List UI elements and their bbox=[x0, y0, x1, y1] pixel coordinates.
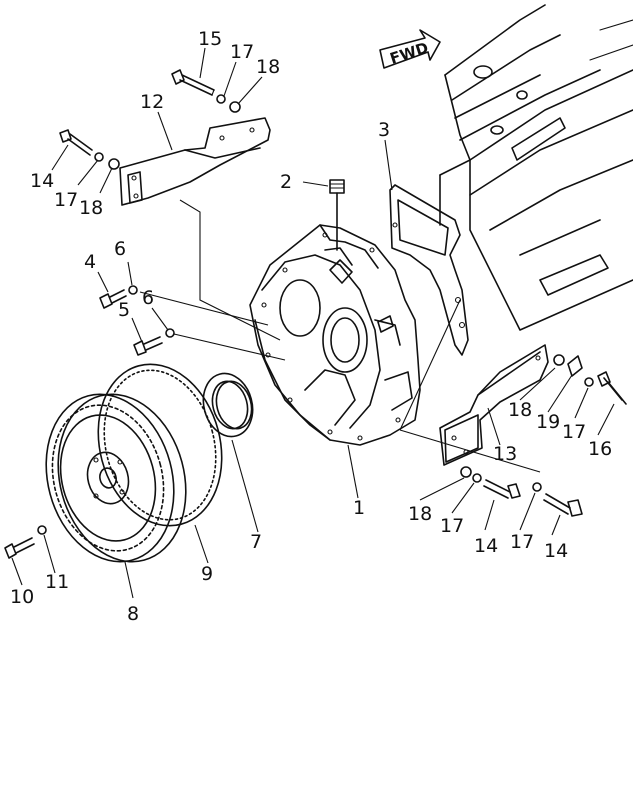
callout-18-lower: 18 bbox=[408, 503, 432, 525]
callout-17-top: 17 bbox=[230, 41, 254, 63]
leader-lines bbox=[11, 47, 615, 599]
callout-14-left: 14 bbox=[30, 170, 54, 192]
callout-1: 1 bbox=[353, 497, 365, 519]
washer-part-17-far bbox=[532, 482, 542, 492]
callout-12: 12 bbox=[140, 91, 164, 113]
bracket-part-12 bbox=[119, 117, 271, 206]
washer-part-17-left bbox=[94, 152, 104, 162]
flywheel-housing-part-1 bbox=[249, 224, 421, 446]
callout-18-left: 18 bbox=[79, 197, 103, 219]
bolt-part-14-right bbox=[543, 493, 583, 517]
callout-6-upper: 6 bbox=[114, 238, 126, 260]
callout-17-lower: 17 bbox=[440, 515, 464, 537]
plug-part-2 bbox=[329, 179, 345, 251]
callout-18-right: 18 bbox=[508, 399, 532, 421]
bolt-part-16 bbox=[597, 371, 627, 405]
callout-17-far: 17 bbox=[510, 531, 534, 553]
callout-18-top: 18 bbox=[256, 56, 280, 78]
clip-part-19 bbox=[567, 355, 583, 377]
flywheel-part-8 bbox=[45, 393, 187, 563]
callout-19: 19 bbox=[536, 411, 560, 433]
washer-part-17-lower bbox=[472, 473, 482, 483]
nut-part-18-lower bbox=[460, 466, 472, 478]
callout-9: 9 bbox=[201, 563, 213, 585]
callout-16: 16 bbox=[588, 438, 612, 460]
engine-block bbox=[439, 4, 633, 331]
washer-part-6-upper bbox=[128, 285, 138, 295]
washer-part-6-lower bbox=[165, 328, 175, 338]
oil-seal-part-7 bbox=[202, 372, 254, 438]
callout-13: 13 bbox=[493, 443, 517, 465]
nut-part-18-right bbox=[553, 354, 565, 366]
fwd-label: FWD bbox=[388, 39, 431, 68]
nut-part-18-left bbox=[108, 158, 120, 170]
callout-2: 2 bbox=[280, 171, 292, 193]
gasket-part-3 bbox=[389, 184, 469, 356]
callout-7: 7 bbox=[250, 531, 262, 553]
callout-3: 3 bbox=[378, 119, 390, 141]
bracket-part-13 bbox=[439, 344, 549, 466]
callout-labels: 15 17 18 12 14 17 18 2 3 4 6 6 5 1 7 9 8… bbox=[10, 28, 612, 625]
callout-17-right: 17 bbox=[562, 421, 586, 443]
callout-4: 4 bbox=[84, 251, 96, 273]
callout-11: 11 bbox=[45, 571, 69, 593]
callout-10: 10 bbox=[10, 586, 34, 608]
bolt-part-10 bbox=[4, 537, 35, 559]
ring-gear-part-9 bbox=[97, 363, 223, 527]
callout-14-middle: 14 bbox=[474, 535, 498, 557]
callout-17-left: 17 bbox=[54, 189, 78, 211]
bolt-part-14-middle bbox=[483, 479, 521, 499]
callout-14-right: 14 bbox=[544, 540, 568, 562]
callout-6-lower: 6 bbox=[142, 287, 154, 309]
forward-direction-arrow: FWD bbox=[379, 29, 441, 69]
bolt-part-14-left bbox=[59, 129, 93, 156]
bolt-part-15 bbox=[171, 69, 215, 96]
washer-part-17-right bbox=[584, 377, 594, 387]
nut-part-18-top bbox=[229, 101, 241, 113]
callout-5: 5 bbox=[118, 299, 130, 321]
bolt-part-4 bbox=[99, 289, 127, 309]
callout-8: 8 bbox=[127, 603, 139, 625]
washer-part-17-top bbox=[216, 94, 226, 104]
washer-part-11 bbox=[37, 525, 47, 535]
bolt-part-5 bbox=[133, 336, 163, 356]
callout-15: 15 bbox=[198, 28, 222, 50]
